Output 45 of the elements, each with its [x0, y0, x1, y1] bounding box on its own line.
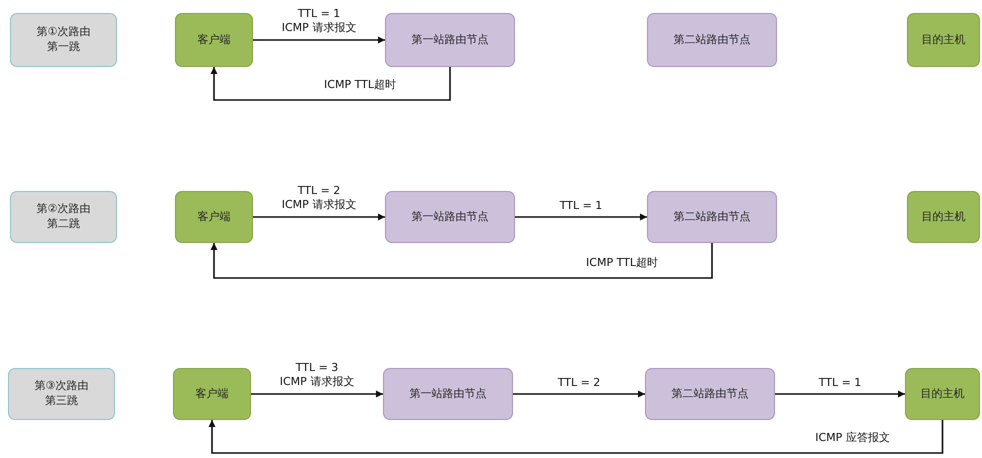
edge-label: ICMP TTL超时 — [322, 78, 398, 92]
node-text: 第二站路由节点 — [674, 32, 750, 48]
router-box — [383, 368, 513, 420]
node-text: 目的主机 — [920, 386, 964, 402]
arrow — [253, 36, 385, 44]
hop-label-box — [10, 13, 117, 67]
node-text: 第②次路由 — [36, 202, 90, 217]
arrow — [210, 243, 713, 279]
host-box — [173, 368, 251, 420]
router-box — [385, 191, 515, 243]
host-box — [905, 368, 980, 420]
hop-label-box — [10, 191, 117, 243]
host-box — [175, 13, 253, 67]
edge-label: ICMP TTL超时 — [584, 256, 660, 270]
router-box — [647, 191, 777, 243]
arrow — [251, 390, 383, 398]
arrow — [513, 390, 645, 398]
arrow — [775, 390, 905, 398]
router-box — [645, 368, 775, 420]
arrow — [253, 214, 385, 220]
router-box — [385, 13, 515, 67]
node-text: 客户端 — [198, 32, 230, 48]
host-box — [907, 13, 980, 67]
hop-label-box — [8, 368, 115, 420]
node-text: 第三跳 — [45, 394, 78, 409]
node-text: 第一跳 — [47, 40, 80, 55]
node-text: 目的主机 — [922, 210, 966, 224]
node-text: 第一站路由节点 — [410, 386, 486, 402]
arrow — [210, 67, 451, 101]
router-box — [647, 13, 777, 67]
host-box — [175, 191, 253, 243]
node-text: 第①次路由 — [36, 25, 90, 40]
arrow — [515, 214, 647, 220]
host-box — [907, 191, 980, 243]
node-text: 目的主机 — [922, 32, 966, 48]
node-text: 第二站路由节点 — [672, 386, 748, 402]
node-text: 客户端 — [198, 210, 230, 224]
node-text: 第二站路由节点 — [674, 210, 750, 224]
arrow — [208, 420, 944, 454]
edge-label: ICMP 应答报文 — [813, 431, 892, 446]
node-text: 客户端 — [196, 386, 228, 402]
node-text: 第一站路由节点 — [412, 32, 488, 48]
node-text: 第一站路由节点 — [412, 210, 488, 224]
node-text: 第③次路由 — [34, 379, 88, 394]
node-text: 第二跳 — [47, 217, 80, 232]
